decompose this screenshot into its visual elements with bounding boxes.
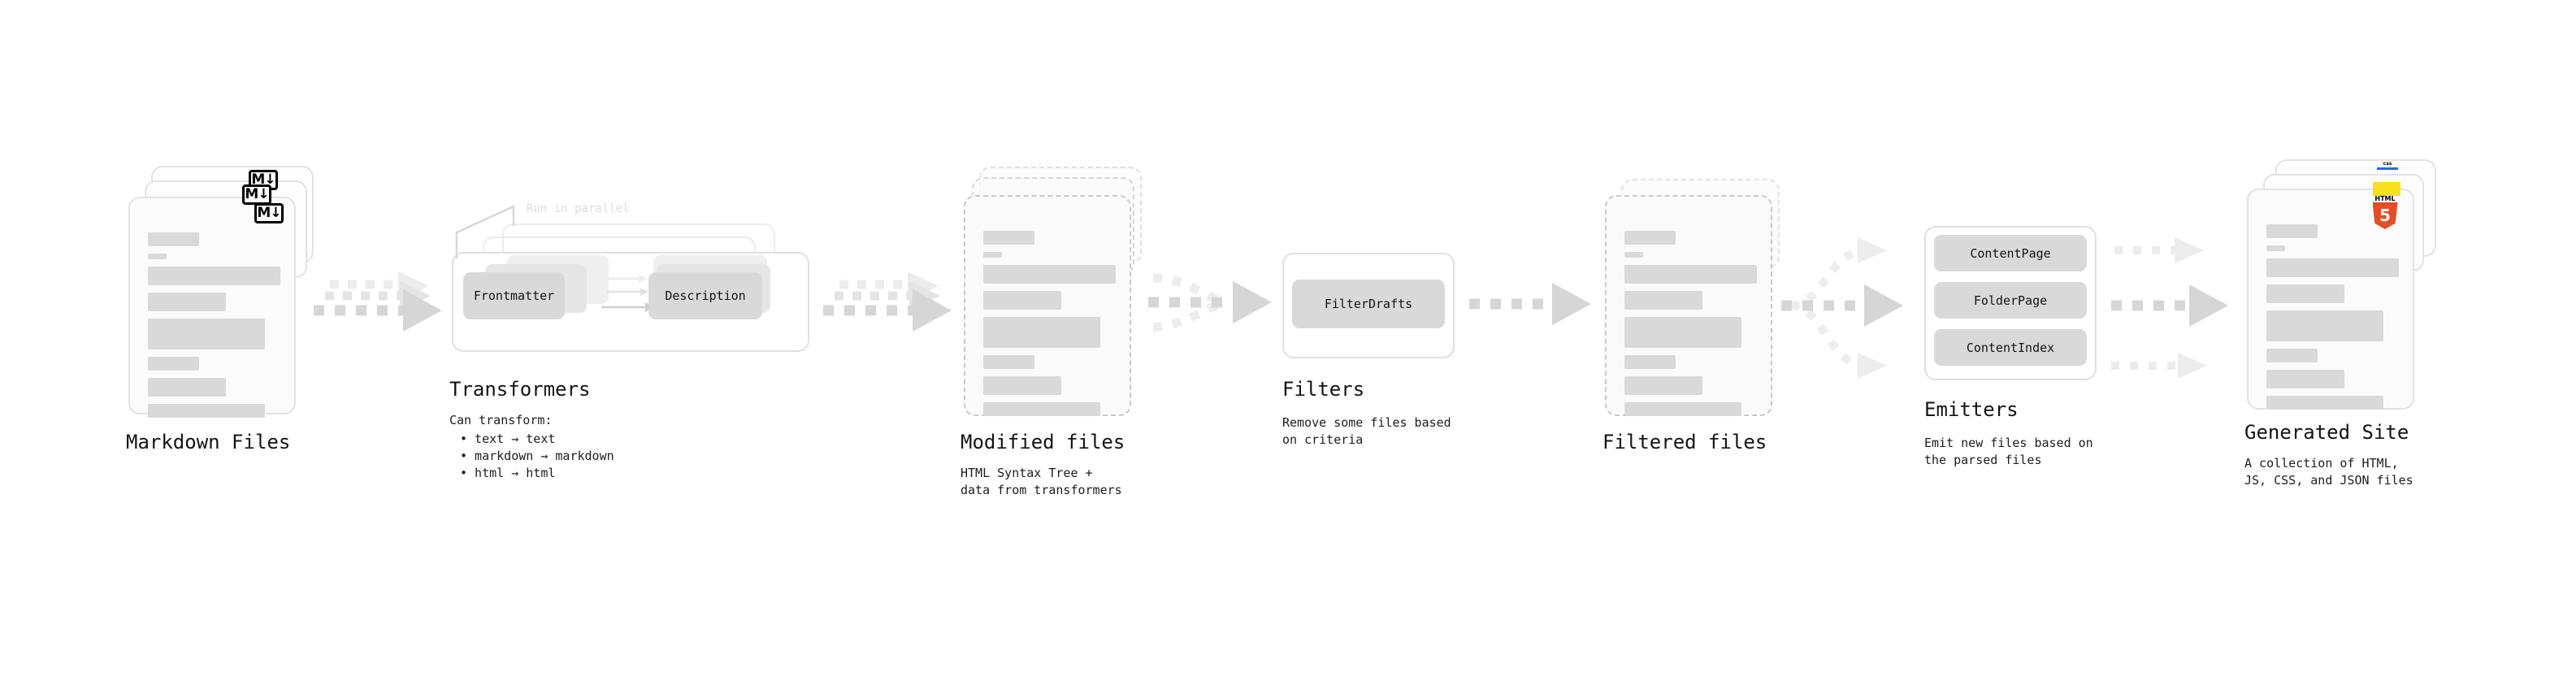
markdown-files-title: Markdown Files	[126, 431, 291, 453]
modified-files-title: Modified files	[961, 431, 1125, 453]
arrow-modified-to-filters	[1148, 273, 1272, 332]
emitters-subtitle: Emit new files based on the parsed files	[1924, 436, 2093, 467]
document-content-bars	[2266, 224, 2399, 417]
run-in-parallel-bracket	[455, 205, 515, 258]
js-icon	[2373, 182, 2400, 196]
css-icon-bar	[2377, 167, 2398, 170]
html5-icon-label: HTML	[2374, 195, 2396, 202]
filter-chip-filterdrafts[interactable]: FilterDrafts	[1292, 280, 1445, 328]
emitter-chip-contentpage[interactable]: ContentPage	[1934, 235, 2087, 271]
markdown-icon-mid: M↓	[242, 184, 271, 205]
filtered-files-title: Filtered files	[1602, 431, 1767, 453]
markdown-icon-front: M↓	[254, 203, 284, 223]
modified-file-card-front	[964, 195, 1131, 416]
generated-site-subtitle: A collection of HTML, JS, CSS, and JSON …	[2244, 456, 2413, 488]
document-content-bars	[1624, 231, 1757, 423]
transformers-bullet-1: • markdown → markdown	[460, 449, 614, 463]
markdown-file-card-front	[128, 197, 296, 418]
transformers-subtitle: Can transform:	[449, 413, 553, 427]
transformers-bullet-2: • html → html	[460, 466, 556, 480]
modified-files-subtitle: HTML Syntax Tree + data from transformer…	[961, 466, 1122, 497]
transformer-inner-arrows	[601, 275, 655, 312]
arrow-filters-to-filtered	[1469, 283, 1591, 325]
arrow-markdown-to-transformers	[314, 271, 442, 332]
html5-icon-shield	[2372, 202, 2398, 229]
transformer-chip-frontmatter[interactable]: Frontmatter	[463, 272, 565, 319]
document-content-bars	[148, 232, 280, 425]
arrow-filtered-to-emitters	[1781, 237, 1903, 379]
generated-site-title: Generated Site	[2244, 421, 2409, 444]
emitter-chip-contentindex[interactable]: ContentIndex	[1934, 329, 2087, 366]
html5-icon: HTML	[2371, 195, 2399, 229]
filters-subtitle: Remove some files based on criteria	[1282, 415, 1451, 447]
document-content-bars	[983, 231, 1116, 423]
emitters-title: Emitters	[1924, 398, 2019, 421]
transformers-bullet-0: • text → text	[460, 432, 556, 446]
css-icon-label: css	[2383, 161, 2392, 167]
css-icon: css	[2377, 162, 2398, 171]
filtered-file-card-front	[1605, 195, 1772, 416]
transformers-bullet-list: • text → text • markdown → markdown • ht…	[460, 431, 614, 482]
arrow-transformers-to-modified	[823, 271, 952, 332]
arrow-emitters-to-site	[2111, 237, 2228, 379]
run-in-parallel-label: Run in parallel	[527, 202, 630, 215]
transformers-title-text: Transformers	[449, 378, 591, 401]
emitter-chip-folderpage[interactable]: FolderPage	[1934, 282, 2087, 319]
transformer-chip-description[interactable]: Description	[648, 272, 762, 319]
filters-title: Filters	[1282, 378, 1365, 401]
